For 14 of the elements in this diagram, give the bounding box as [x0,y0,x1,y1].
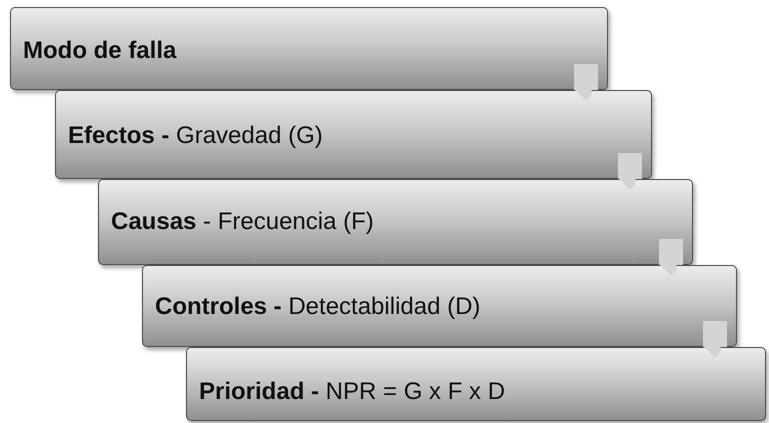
box-label: Efectos - Gravedad (G) [68,121,323,151]
process-box [10,7,608,90]
box-label: Causas - Frecuencia (F) [111,207,374,237]
down-arrow [659,239,683,276]
process-box [98,179,693,265]
down-arrow [618,153,642,190]
process-box [55,90,652,179]
box-label: Prioridad - NPR = G x F x D [199,377,506,407]
down-arrow [703,321,727,358]
down-arrow [574,64,598,101]
process-box [186,347,766,421]
box-label: Modo de falla [23,36,176,66]
box-label: Controles - Detectabilidad (D) [155,292,480,322]
process-box [142,265,737,347]
